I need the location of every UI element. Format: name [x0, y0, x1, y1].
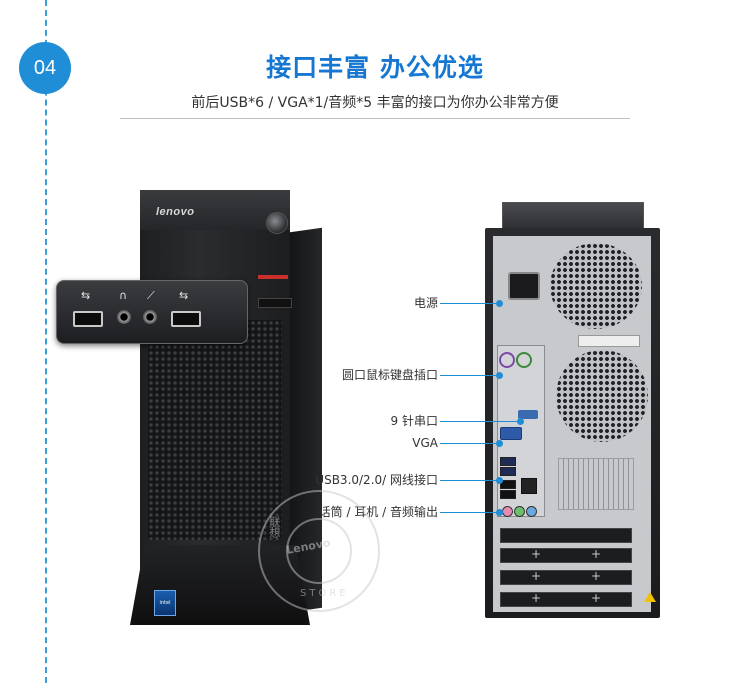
rear-vent — [558, 458, 634, 510]
plus-icon: + — [591, 547, 602, 561]
serial-port — [518, 410, 538, 419]
system-fan-grille — [556, 350, 648, 442]
callout-ps2: 圆口鼠标键盘插口 — [341, 368, 438, 382]
power-socket-icon — [508, 272, 540, 300]
expansion-slot-cover — [500, 528, 632, 543]
plus-icon: + — [531, 547, 542, 561]
vertical-dashed-guide — [45, 0, 47, 683]
rear-tower-handle — [502, 202, 644, 232]
plus-icon: + — [591, 591, 602, 605]
callout-dot — [496, 509, 503, 516]
leader-line — [440, 480, 497, 481]
intel-sticker: intel — [154, 590, 176, 616]
front-tower-top-bevel — [140, 190, 290, 230]
warning-icon — [644, 592, 656, 602]
plus-icon: + — [531, 591, 542, 605]
callout-dot — [496, 440, 503, 447]
lenovo-logo: lenovo — [156, 206, 195, 218]
usb-icon: ⇆ — [81, 289, 91, 302]
front-mesh-grille — [148, 320, 282, 540]
rear-usb2-port — [500, 490, 516, 499]
usb-icon: ⇆ — [179, 289, 189, 302]
callout-dot — [496, 300, 503, 307]
rear-usb3-port — [500, 467, 516, 476]
microphone-icon: ⟋ — [147, 289, 155, 302]
leader-line — [440, 375, 497, 376]
front-mic-jack — [143, 310, 157, 324]
page-subtitle: 前后USB*6 / VGA*1/音频*5 丰富的接口为你办公非常方便 — [191, 95, 559, 111]
expansion-slot-cover: + + — [500, 547, 632, 563]
watermark-inner-ring — [286, 518, 352, 584]
vga-port — [500, 427, 522, 440]
front-port-panel: ⇆ ∩ ⟋ ⇆ — [56, 280, 248, 344]
psu-fan-grille — [550, 243, 642, 329]
expansion-slot-cover: + + — [500, 591, 632, 607]
section-number-badge: 04 — [19, 42, 71, 94]
callout-vga: VGA — [412, 436, 438, 450]
page-title: 接口丰富 办公优选 — [266, 53, 484, 82]
store-watermark: 联想 Lenovo STORE — [258, 490, 380, 612]
leader-line — [440, 421, 518, 422]
front-usb-port — [73, 311, 103, 327]
plus-icon: + — [531, 569, 542, 583]
rear-usb3-port — [500, 457, 516, 466]
front-red-accent — [258, 275, 288, 279]
ps2-keyboard-port — [516, 352, 532, 368]
leader-line — [440, 303, 497, 304]
callout-serial: 9 针串口 — [390, 414, 438, 428]
plus-icon: + — [591, 569, 602, 583]
callout-dot — [496, 372, 503, 379]
power-button-icon — [266, 212, 288, 234]
callout-dot — [496, 477, 503, 484]
headphone-icon: ∩ — [119, 289, 128, 302]
line-out-jack — [514, 506, 525, 517]
callout-dot — [517, 418, 524, 425]
rear-label-sticker — [578, 335, 640, 347]
callout-power: 电源 — [413, 296, 438, 310]
ps2-mouse-port — [499, 352, 515, 368]
title-divider — [120, 118, 630, 119]
front-headphone-jack — [117, 310, 131, 324]
front-usb-port — [171, 311, 201, 327]
leader-line — [440, 512, 497, 513]
leader-line — [440, 443, 497, 444]
callout-usb-lan: USB3.0/2.0/ 网线接口 — [315, 473, 438, 487]
front-drive-slot — [258, 298, 292, 308]
mic-jack — [502, 506, 513, 517]
rear-usb2-port — [500, 480, 516, 489]
line-in-jack — [526, 506, 537, 517]
ethernet-port — [521, 478, 537, 494]
expansion-slot-cover: + + — [500, 569, 632, 585]
